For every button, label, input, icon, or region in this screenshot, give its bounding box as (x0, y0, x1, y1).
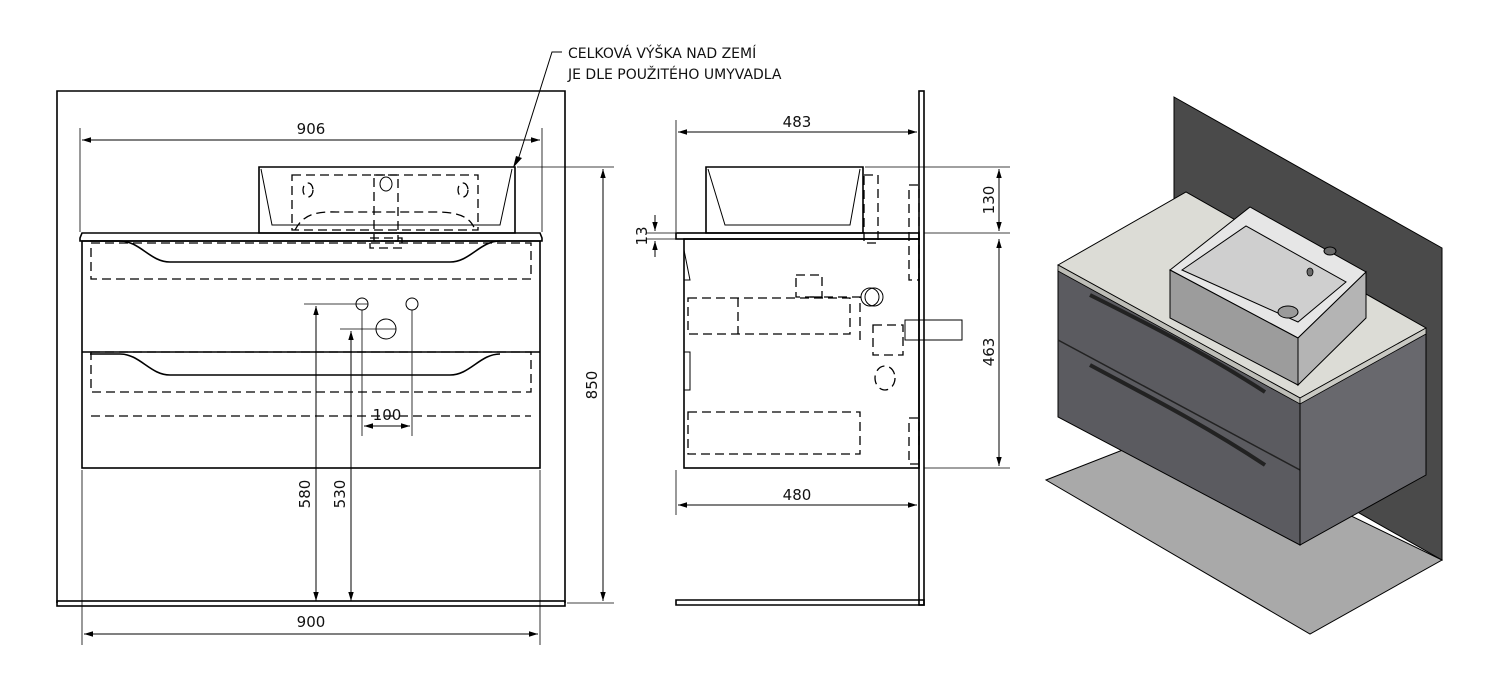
note-line-2: JE DLE POUŽITÉHO UMYVADLA (567, 65, 782, 83)
front-basin-bowl-curve (294, 211, 476, 231)
isometric-view (1044, 96, 1444, 635)
iso-basin-bowl (1180, 225, 1347, 323)
side-waste-outlet-pipe (904, 319, 963, 341)
front-countertop (79, 232, 543, 242)
side-waste-hidden (863, 174, 879, 244)
side-view: 483 480 130 463 13 (633, 90, 1010, 606)
front-cabinet-body (81, 240, 541, 469)
front-view: 906 900 850 100 580 530 (56, 90, 614, 645)
side-dim-483-label: 483 (783, 113, 812, 131)
front-dim-530-label: 530 (331, 480, 349, 509)
side-countertop (675, 232, 920, 240)
side-back-panel-hidden (908, 184, 920, 281)
side-siphon-top (795, 274, 823, 298)
front-overflow-left (302, 182, 314, 198)
side-siphon-bend-2 (864, 287, 884, 307)
front-basin-bowl-hidden (291, 174, 479, 231)
front-dim-850-label: 850 (583, 371, 601, 400)
front-waste-pipe-hidden (373, 174, 399, 242)
front-drawer2-handle (90, 353, 501, 376)
front-dim-906-label: 906 (297, 120, 326, 138)
front-dim-580-label: 580 (296, 480, 314, 509)
side-dim-13-label: 13 (633, 226, 651, 245)
side-dim-463-label: 463 (980, 338, 998, 367)
front-drawer1-box-hidden (90, 242, 532, 280)
side-dim-130-label: 130 (980, 186, 998, 215)
front-basin (258, 166, 516, 234)
side-siphon-bend-1 (860, 287, 880, 307)
side-siphon-trap (872, 324, 904, 356)
note-leader-arrowhead (513, 156, 522, 168)
iso-countertop-edge-side (1299, 327, 1427, 405)
side-back-panel-low-hidden (908, 417, 920, 465)
front-drawer1-handle (90, 240, 501, 263)
front-drawer2-box-hidden (90, 351, 532, 393)
height-note: CELKOVÁ VÝŠKA NAD ZEMÍ JE DLE POUŽITÉHO … (513, 44, 782, 168)
iso-drawer-divider (1057, 339, 1301, 471)
iso-overflow-icon (1306, 267, 1314, 277)
front-wall-outline (56, 90, 566, 603)
side-floor (675, 599, 925, 606)
iso-drawer1-handle (1089, 293, 1267, 394)
front-basin-inner (260, 168, 513, 226)
iso-drain-icon (1277, 305, 1299, 319)
front-waste-nut-hidden (369, 237, 403, 249)
side-siphon-bottom (874, 365, 896, 391)
iso-tap-hole-icon (1323, 246, 1337, 256)
iso-basin-side (1297, 270, 1367, 387)
side-basin (705, 166, 864, 234)
side-cabinet-body (683, 238, 920, 469)
front-water-inlet-right (405, 297, 419, 311)
side-basin-inner (707, 168, 861, 226)
front-floor (56, 600, 566, 607)
note-line-1: CELKOVÁ VÝŠKA NAD ZEMÍ (568, 44, 756, 62)
front-dim-900-label: 900 (297, 613, 326, 631)
side-drawer1-front-profile (683, 239, 691, 281)
iso-drawer2-handle (1089, 363, 1267, 467)
side-siphon-arm (810, 296, 861, 340)
front-dim-100-label: 100 (373, 406, 402, 424)
front-overflow-right (457, 182, 469, 198)
side-drawer1-box-hidden (687, 297, 851, 335)
front-tap-hole (379, 176, 393, 192)
note-leader-line (517, 51, 562, 161)
side-drawer2-front-profile (684, 351, 691, 391)
side-dim-480-label: 480 (783, 486, 812, 504)
side-drawer2-box-hidden (687, 411, 861, 455)
